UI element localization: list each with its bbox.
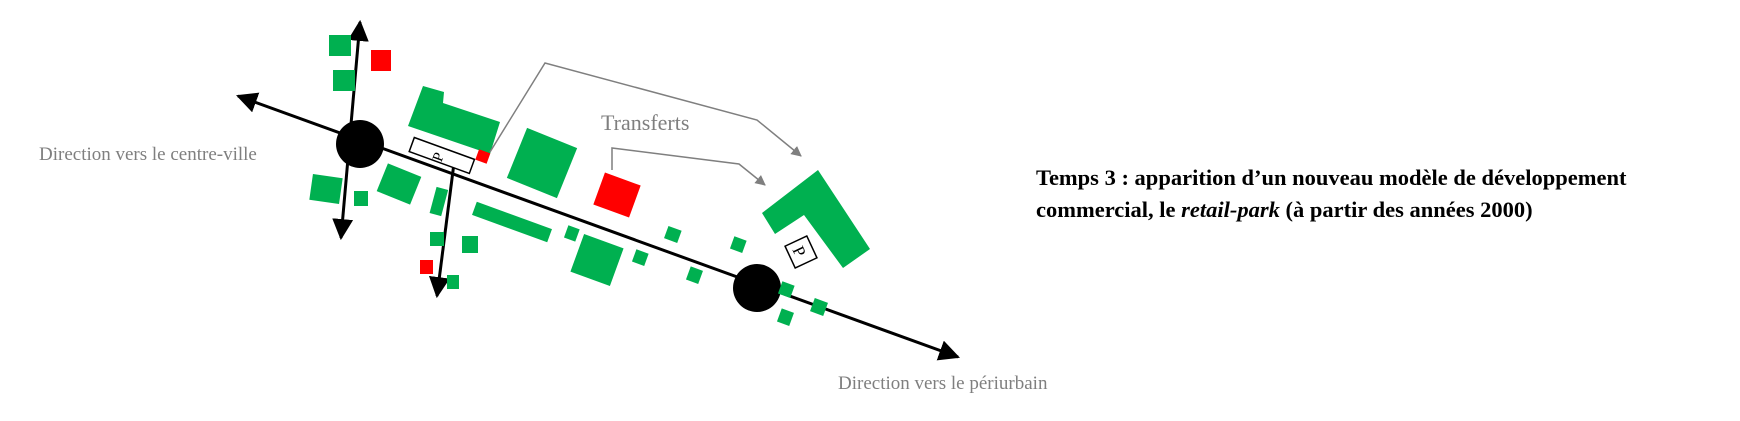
label-periurbain: Direction vers le périurbain [838, 373, 1048, 394]
label-centre-ville: Direction vers le centre-ville [39, 144, 257, 165]
caption-italic: retail-park [1181, 197, 1280, 222]
shop-block [506, 127, 578, 199]
shop-block [777, 281, 795, 298]
shop-block [429, 186, 449, 217]
shop-block [776, 308, 794, 326]
shop-block [329, 35, 351, 56]
caption-text-2: (à partir des années 2000) [1279, 197, 1533, 222]
l-shaped-shop [408, 86, 500, 154]
shop-block [430, 232, 444, 246]
red-shop [593, 172, 641, 218]
red-shop [420, 260, 433, 274]
shop-block [664, 225, 682, 243]
retail-park-building [762, 170, 870, 268]
caption-text-1: Temps 3 : apparition d’un nouveau modèle… [1036, 165, 1627, 222]
shop-block [354, 191, 368, 206]
roundabout-periphery [733, 264, 781, 312]
shop-block [472, 201, 552, 243]
red-shop [371, 50, 391, 71]
parking-centre: P [408, 136, 476, 175]
shop-block [447, 275, 459, 289]
shop-block [729, 236, 747, 253]
shops-middle [472, 127, 828, 326]
side-road [428, 162, 456, 299]
label-transferts: Transferts [601, 110, 689, 135]
diagram-caption: Temps 3 : apparition d’un nouveau modèle… [1036, 162, 1726, 226]
shop-block [685, 266, 703, 284]
shop-block [333, 70, 355, 91]
transfer-arrow-1 [489, 62, 802, 157]
shop-block [462, 236, 478, 253]
parking-retail: P [784, 235, 818, 269]
shop-block [631, 249, 649, 266]
roundabout-centre [336, 120, 384, 168]
red-shop [475, 149, 491, 164]
shops-transferred [371, 50, 641, 274]
shop-block [570, 234, 624, 286]
shop-block [376, 163, 422, 205]
shop-block [563, 225, 580, 242]
shop-block [810, 298, 828, 316]
transfer-arrow-2 [611, 147, 766, 186]
shop-block [309, 174, 343, 204]
shops-centre [309, 35, 478, 289]
